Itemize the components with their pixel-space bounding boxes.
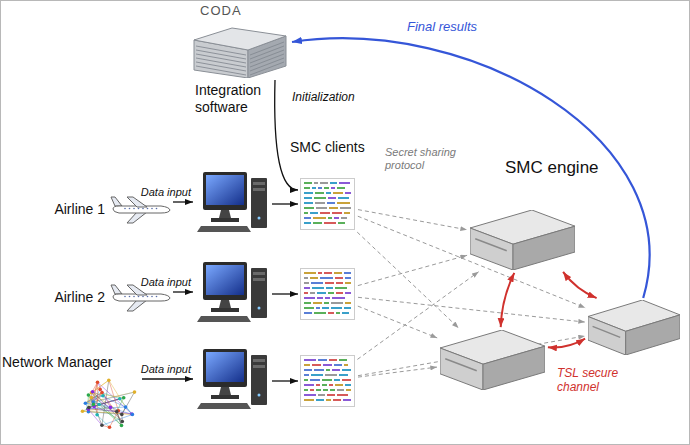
document-icon xyxy=(300,355,355,407)
office-building xyxy=(190,20,290,78)
document-icon xyxy=(300,268,355,320)
integration-computer xyxy=(195,345,270,413)
computer-tower xyxy=(251,355,267,405)
smc-client xyxy=(300,355,355,407)
plane-tail xyxy=(111,197,122,206)
data-flow-arrow xyxy=(272,293,298,294)
server-side xyxy=(513,226,575,270)
edge-label: TSL secure channel xyxy=(555,366,635,395)
monitor-screen xyxy=(206,175,244,205)
computer-tower xyxy=(251,268,267,318)
secret-share-arrow xyxy=(358,255,467,285)
data-flow-arrow xyxy=(272,203,298,204)
node-heading: Airline 1 xyxy=(54,201,105,218)
data-flow-arrow xyxy=(142,378,193,379)
protocol-label: Secret sharing protocol xyxy=(385,146,475,172)
edge-label: Data input xyxy=(139,186,193,199)
integration-computer xyxy=(195,258,270,326)
plane-wing xyxy=(127,212,147,223)
document-icon xyxy=(300,178,355,230)
secret-share-arrow xyxy=(358,306,437,338)
secure-channel-arrow xyxy=(501,273,515,327)
server-side xyxy=(483,346,545,390)
node-heading: SMC clients xyxy=(290,139,365,156)
smc-client: SMC clients xyxy=(300,178,355,230)
secret-share-arrow xyxy=(358,210,467,230)
keyboard xyxy=(197,226,251,232)
computer-icon xyxy=(195,168,270,236)
headquarters: CODA xyxy=(190,20,290,78)
secret-share-arrow xyxy=(358,367,437,377)
data-flow-arrow xyxy=(272,380,298,381)
secret-share-arrow xyxy=(357,232,458,328)
document-sheet xyxy=(301,269,355,320)
final-results-arrow xyxy=(292,38,650,298)
smc-server xyxy=(588,300,680,355)
edge-label: Initialization xyxy=(290,90,357,104)
network-manager-source: Network Manager xyxy=(75,372,140,432)
server-front xyxy=(440,348,483,390)
node-heading: Airline 2 xyxy=(54,289,105,306)
node-heading: Integration software xyxy=(195,82,275,116)
server-side xyxy=(626,315,680,355)
plane-wing xyxy=(127,300,147,311)
server-front xyxy=(588,317,626,356)
smc-client xyxy=(300,268,355,320)
monitor xyxy=(203,172,247,210)
plane-tail xyxy=(111,285,122,294)
monitor-screen xyxy=(206,265,244,295)
server-icon xyxy=(588,300,680,355)
integration-computer: Integration software xyxy=(195,168,270,236)
secure-channel-arrow xyxy=(548,339,585,348)
server-front xyxy=(470,228,513,270)
smc-server: SMC engine xyxy=(470,210,575,270)
server-icon xyxy=(470,210,575,270)
monitor xyxy=(203,349,247,387)
secret-share-arrow xyxy=(358,297,585,322)
node-heading: CODA xyxy=(200,3,242,19)
monitor xyxy=(203,262,247,300)
keyboard xyxy=(197,403,251,409)
computer-tower xyxy=(251,178,267,228)
smc-server xyxy=(440,330,545,390)
document-sheet xyxy=(301,356,355,407)
document-sheet xyxy=(301,179,355,230)
edge-label: Data input xyxy=(139,363,193,376)
computer-icon xyxy=(195,258,270,326)
network-graph-icon xyxy=(75,372,140,432)
node-heading: Network Manager xyxy=(2,354,113,371)
edge-label: Data input xyxy=(139,276,193,289)
node-heading: SMC engine xyxy=(505,158,599,178)
computer-icon xyxy=(195,345,270,413)
secure-channel-arrow xyxy=(563,272,597,298)
monitor-screen xyxy=(206,352,244,382)
data-flow-arrow xyxy=(173,201,193,202)
data-flow-arrow xyxy=(173,291,193,292)
server-icon xyxy=(440,330,545,390)
edge-label: Final results xyxy=(405,19,479,35)
keyboard xyxy=(197,316,251,322)
